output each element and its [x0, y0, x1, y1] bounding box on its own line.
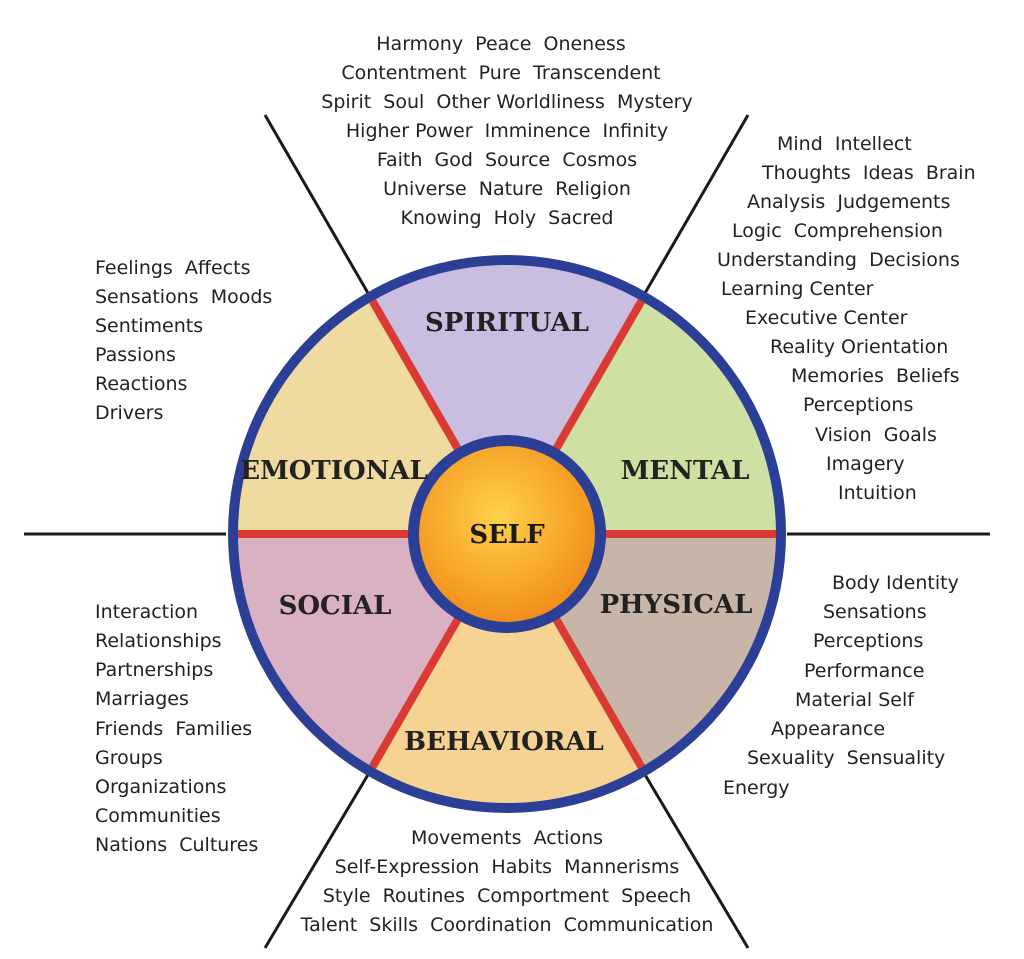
term-line: Marriages [95, 688, 189, 710]
term-line: Feelings Affects [95, 257, 250, 279]
term-line: Sensations Moods [95, 286, 272, 308]
self-hub [419, 446, 595, 622]
term-line: Sexuality Sensuality [747, 747, 945, 769]
term-line: Faith God Source Cosmos [377, 149, 637, 171]
term-line: Memories Beliefs [791, 365, 960, 387]
term-line: Energy [723, 777, 790, 799]
term-line: Universe Nature Religion [383, 178, 631, 200]
wedge-labels: SPIRITUAL MENTAL PHYSICAL BEHAVIORAL SOC… [240, 308, 752, 757]
axis-lines [24, 114, 990, 949]
term-line: Self-Expression Habits Mannerisms [335, 856, 680, 878]
term-line: Thoughts Ideas Brain [761, 162, 976, 184]
term-line: Executive Center [745, 307, 908, 329]
terms-mental: Mind Intellect Thoughts Ideas Brain Anal… [717, 133, 976, 504]
term-line: Mind Intellect [777, 133, 912, 155]
term-line: Material Self [795, 689, 915, 711]
axis-line-upper-left [263, 114, 374, 301]
term-line: Analysis Judgements [747, 191, 950, 213]
wedge-label-spiritual: SPIRITUAL [425, 308, 589, 338]
term-line: Body Identity [832, 572, 959, 594]
term-line: Style Routines Comportment Speech [323, 885, 691, 907]
terms-emotional: Feelings Affects Sensations Moods Sentim… [95, 257, 272, 424]
term-line: Spirit Soul Other Worldliness Mystery [321, 91, 692, 113]
term-line: Performance [804, 660, 924, 682]
wedge-label-emotional: EMOTIONAL [240, 456, 428, 486]
term-line: Perceptions [813, 630, 923, 652]
self-label: SELF [469, 520, 545, 550]
term-line: Movements Actions [411, 827, 603, 849]
axis-line-lower-right [639, 767, 750, 949]
terms-spiritual: Harmony Peace Oneness Contentment Pure T… [321, 33, 692, 229]
term-line: Groups [95, 747, 163, 769]
term-line: Passions [95, 344, 176, 366]
term-line: Harmony Peace Oneness [376, 33, 625, 55]
term-line: Perceptions [803, 394, 913, 416]
term-line: Reality Orientation [770, 336, 948, 358]
terms-behavioral: Movements Actions Self-Expression Habits… [300, 827, 714, 936]
axis-line-upper-right [639, 114, 750, 301]
term-line: Organizations [95, 776, 226, 798]
term-line: Sensations [823, 601, 927, 623]
term-line: Understanding Decisions [717, 249, 960, 271]
term-line: Higher Power Imminence Infinity [346, 120, 668, 142]
term-line: Logic Comprehension [732, 220, 943, 242]
wedge-label-behavioral: BEHAVIORAL [404, 727, 604, 757]
terms-social: Interaction Relationships Partnerships M… [95, 601, 258, 856]
term-line: Drivers [95, 402, 163, 424]
terms-physical: Body Identity Sensations Perceptions Per… [723, 572, 959, 799]
term-line: Relationships [95, 630, 222, 652]
term-line: Nations Cultures [95, 834, 258, 856]
term-line: Partnerships [95, 659, 213, 681]
term-line: Contentment Pure Transcendent [341, 62, 660, 84]
wedge-label-physical: PHYSICAL [600, 590, 753, 620]
term-line: Reactions [95, 373, 187, 395]
wedge-label-mental: MENTAL [621, 456, 750, 486]
term-line: Appearance [771, 718, 885, 740]
term-line: Vision Goals [815, 424, 937, 446]
term-line: Knowing Holy Sacred [401, 207, 614, 229]
term-line: Talent Skills Coordination Communication [300, 914, 714, 936]
wedge-behavioral [372, 534, 642, 804]
term-line: Interaction [95, 601, 198, 623]
term-line: Intuition [838, 482, 917, 504]
wedge-label-social: SOCIAL [279, 591, 392, 621]
axis-line-lower-left [263, 767, 374, 949]
term-line: Communities [95, 805, 221, 827]
term-line: Learning Center [721, 278, 874, 300]
term-line: Imagery [826, 453, 905, 475]
wedge-spiritual [372, 264, 642, 534]
term-line: Sentiments [95, 315, 203, 337]
term-line: Friends Families [95, 718, 252, 740]
